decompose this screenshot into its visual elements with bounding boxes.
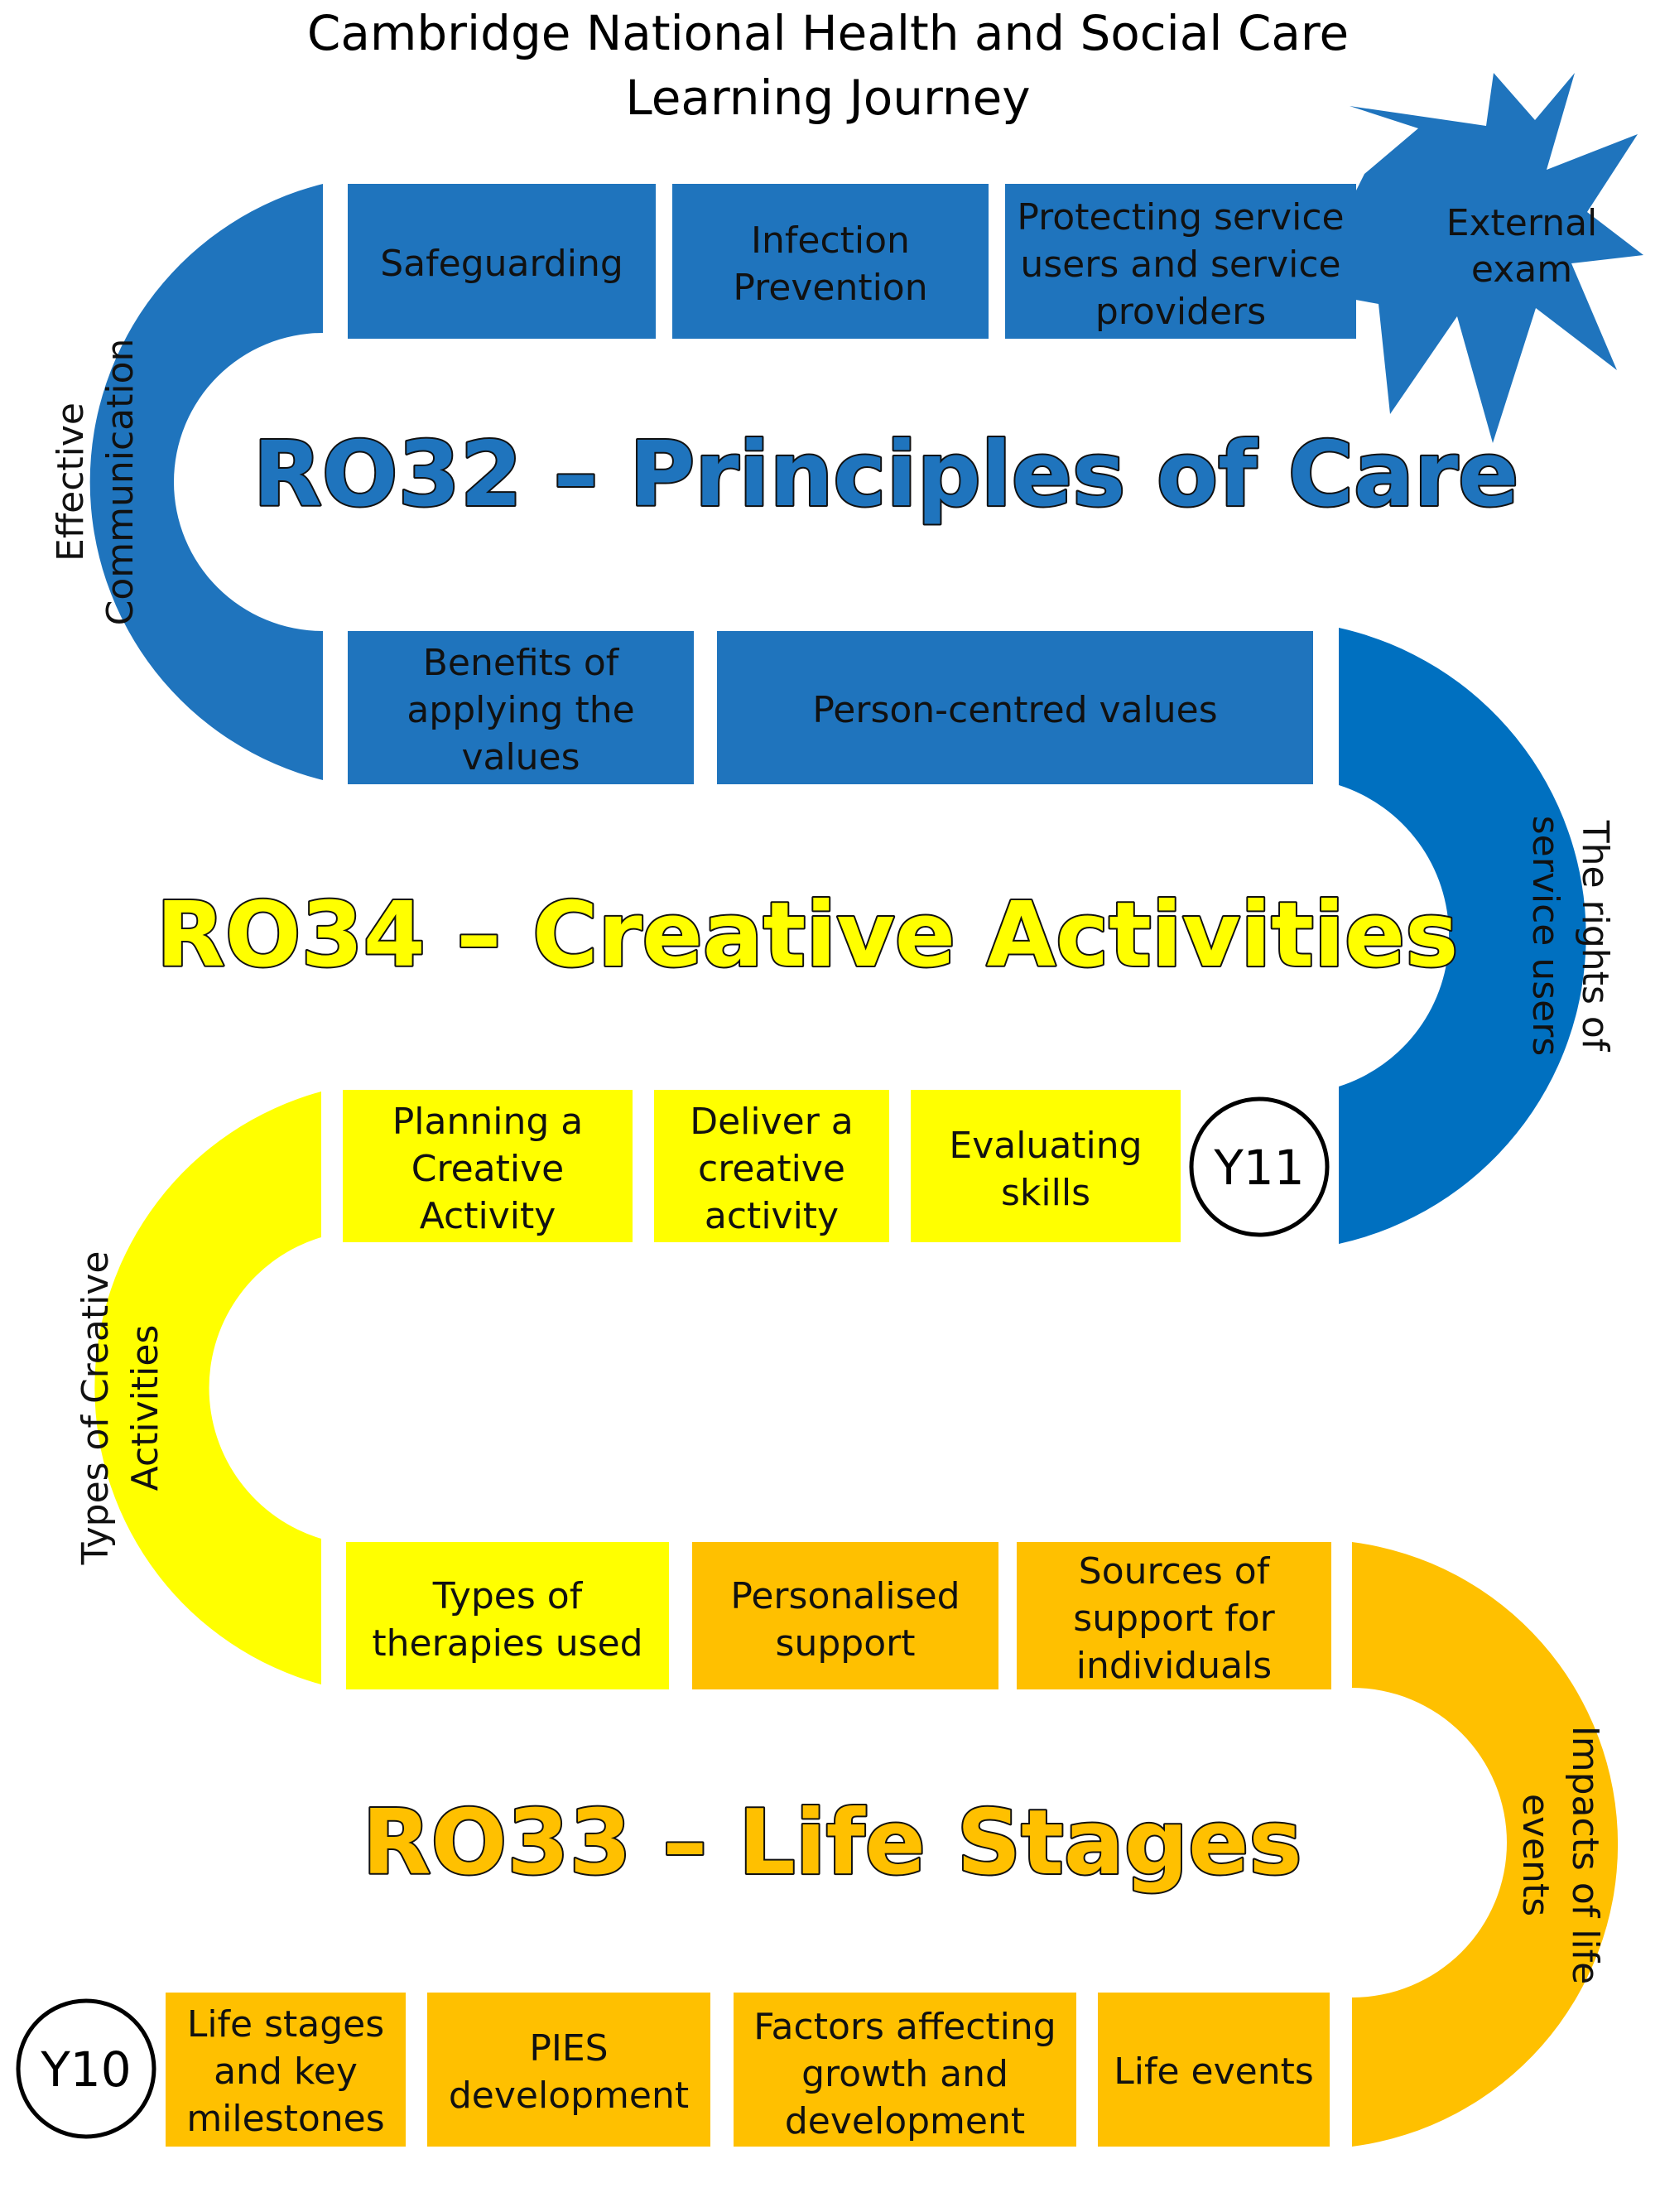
topic-box-types-of-therapies xyxy=(346,1542,669,1689)
curve-types-of-creative-activities xyxy=(94,1092,321,1684)
evaluating-line-1: Evaluating xyxy=(949,1125,1142,1167)
factors-line-3: development xyxy=(785,2100,1025,2142)
ro32-heading: RO32 – Principles of Care xyxy=(253,423,1519,527)
personalised-line-1: Personalised xyxy=(730,1575,960,1617)
curve-impacts-of-life-events xyxy=(1352,1542,1619,2147)
safeguarding-label: Safeguarding xyxy=(380,243,623,285)
y10-label: Y10 xyxy=(40,2041,131,2098)
topic-box-sources-of-support xyxy=(1017,1542,1331,1689)
impacts-line-2: events xyxy=(1514,1794,1557,1916)
y10-marker xyxy=(16,1998,156,2139)
topic-box-factors-affecting xyxy=(734,1993,1076,2147)
topic-box-person-centred-values xyxy=(717,631,1313,784)
planning-line-3: Activity xyxy=(420,1195,556,1237)
protecting-line-2: users and service xyxy=(1020,243,1340,286)
title-line-1: Cambridge National Health and Social Car… xyxy=(307,5,1349,61)
life-stages-line-1: Life stages xyxy=(187,2003,384,2046)
personalised-line-2: support xyxy=(776,1622,916,1665)
factors-line-2: growth and xyxy=(801,2053,1008,2095)
topic-box-deliver xyxy=(654,1090,889,1242)
y11-marker xyxy=(1189,1096,1330,1237)
benefits-line-2: applying the xyxy=(407,689,634,731)
effective-communication-line-1: Effective xyxy=(50,402,92,561)
topic-box-infection-prevention xyxy=(672,184,989,339)
types-creative-line-1: Types of Creative xyxy=(75,1251,117,1566)
types-therapies-line-2: therapies used xyxy=(372,1622,642,1665)
evaluating-line-2: skills xyxy=(1001,1172,1090,1214)
curve-effective-communication xyxy=(89,184,323,780)
title-line-2: Learning Journey xyxy=(625,70,1030,126)
deliver-line-3: activity xyxy=(705,1195,839,1237)
pies-line-2: development xyxy=(449,2075,689,2117)
impacts-line-1: Impacts of life xyxy=(1564,1726,1606,1985)
pies-line-1: PIES xyxy=(529,2027,608,2070)
life-stages-line-3: milestones xyxy=(186,2098,384,2140)
infection-prevention-line-1: Infection xyxy=(751,219,910,262)
topic-box-pies-development xyxy=(427,1993,710,2147)
curve-rights-of-service-users xyxy=(1339,628,1586,1244)
topic-box-protecting xyxy=(1005,184,1356,339)
deliver-line-2: creative xyxy=(698,1148,845,1190)
external-exam-starburst xyxy=(1348,73,1643,443)
effective-communication-line-2: Communication xyxy=(99,339,142,626)
topic-box-life-events xyxy=(1098,1993,1330,2147)
deliver-line-1: Deliver a xyxy=(690,1101,854,1143)
life-stages-line-2: and key xyxy=(214,2051,358,2093)
external-exam-line-2: exam xyxy=(1471,248,1572,291)
topic-box-evaluating xyxy=(911,1090,1181,1242)
person-centred-values-label: Person-centred values xyxy=(812,689,1217,731)
life-events-label: Life events xyxy=(1114,2051,1314,2093)
protecting-line-1: Protecting service xyxy=(1017,196,1344,239)
sources-line-1: Sources of xyxy=(1079,1550,1271,1593)
benefits-line-3: values xyxy=(461,736,580,778)
rights-line-1: The rights of xyxy=(1574,820,1616,1053)
planning-line-1: Planning a xyxy=(392,1101,583,1143)
ro34-heading: RO34 – Creative Activities xyxy=(156,884,1459,987)
topic-box-benefits xyxy=(348,631,694,784)
topic-box-planning xyxy=(343,1090,633,1242)
benefits-line-1: Benefits of xyxy=(423,642,620,684)
external-exam-line-1: External xyxy=(1446,202,1598,244)
topic-box-life-stages xyxy=(166,1993,406,2147)
ro33-heading: RO33 – Life Stages xyxy=(362,1791,1302,1895)
sources-line-2: support for xyxy=(1073,1598,1275,1640)
y11-label: Y11 xyxy=(1213,1140,1304,1196)
topic-box-personalised-support xyxy=(692,1542,998,1689)
rights-line-2: service users xyxy=(1524,816,1566,1057)
factors-line-1: Factors affecting xyxy=(753,2006,1056,2048)
infection-prevention-line-2: Prevention xyxy=(733,267,927,309)
planning-line-2: Creative xyxy=(411,1148,564,1190)
topic-box-safeguarding xyxy=(348,184,656,339)
sources-line-3: individuals xyxy=(1076,1645,1272,1687)
types-creative-line-2: Activities xyxy=(124,1325,166,1492)
protecting-line-3: providers xyxy=(1095,291,1266,333)
types-therapies-line-1: Types of xyxy=(432,1575,584,1617)
